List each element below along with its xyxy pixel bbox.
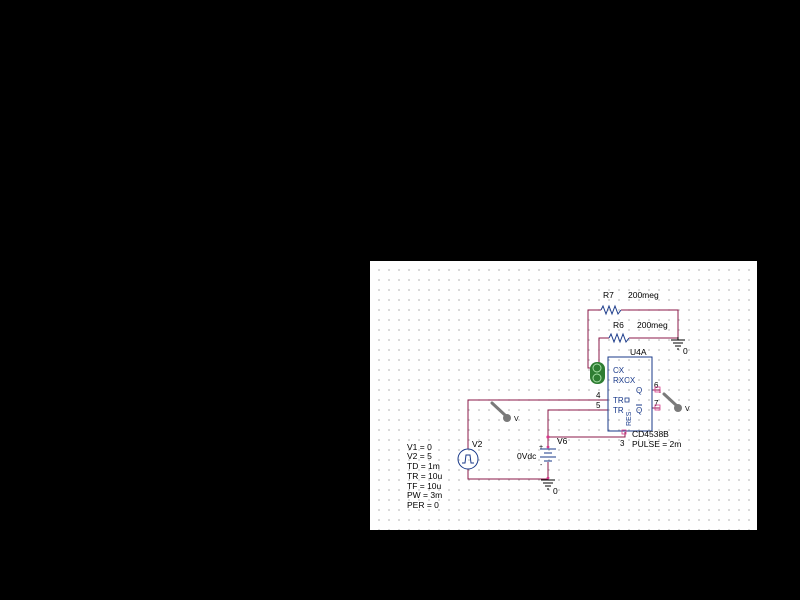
pin-reset-label: RES: [626, 411, 633, 426]
resistor-r7[interactable]: R7 200meg: [600, 290, 659, 316]
pin-number-6: 6: [654, 381, 659, 390]
pin-cx-label: CX: [613, 366, 625, 375]
pin-number-5: 5: [596, 401, 601, 410]
probe-1-label: V: [514, 416, 519, 423]
voltage-probe-1[interactable]: V: [490, 401, 519, 423]
wire-v2-return[interactable]: [467, 469, 548, 480]
v2-param-tr: TR = 10u: [407, 471, 442, 481]
voltage-probe-2[interactable]: V: [662, 392, 690, 413]
v6-value: 0Vdc: [517, 451, 537, 461]
r7-value: 200meg: [628, 290, 659, 300]
ic-u4a[interactable]: U4A CX RXCX TR TR Q Q RES 4 5 6 7 3 CD45…: [596, 347, 681, 449]
pin-tr-minus-label: TR: [613, 406, 624, 415]
junctions: [546, 435, 550, 480]
r6-ref: R6: [613, 320, 624, 330]
u4a-param: PULSE = 2m: [632, 439, 681, 449]
u4a-ref: U4A: [630, 347, 647, 357]
wire-trigger-input[interactable]: [467, 399, 608, 449]
v2-ref: V2: [472, 439, 483, 449]
pin-marker-reset: [621, 429, 627, 435]
voltage-source-v6[interactable]: + - V6 0Vdc: [517, 436, 568, 469]
pin-rxcx-label: RXCX: [613, 376, 636, 385]
voltage-source-v2[interactable]: V2: [457, 439, 483, 470]
wire-r7-right[interactable]: [621, 309, 679, 337]
wire-trigger-minus[interactable]: [547, 409, 608, 447]
pin-number-4: 4: [596, 391, 601, 400]
v2-param-v2: V2 = 5: [407, 451, 432, 461]
probe-2-label: V: [685, 406, 690, 413]
v6-minus: -: [540, 462, 543, 469]
ground-symbol-bottom: 0: [541, 478, 558, 496]
r6-value: 200meg: [637, 320, 668, 330]
v2-param-per: PER = 0: [407, 500, 439, 510]
v2-param-tf: TF = 10u: [407, 481, 442, 491]
schematic-canvas[interactable]: [370, 261, 757, 530]
ground-symbol-top: 0: [671, 337, 688, 356]
v2-parameters: V1 = 0 V2 = 5 TD = 1m TR = 10u TF = 10u …: [407, 442, 442, 510]
wire-r6-left[interactable]: [598, 337, 609, 368]
wires: [467, 309, 679, 480]
u4a-part: CD4538B: [632, 429, 669, 439]
ground-label-bottom: 0: [553, 486, 558, 496]
v2-param-v1: V1 = 0: [407, 442, 432, 452]
pin-tr-plus-label: TR: [613, 396, 624, 405]
ground-label-top: 0: [683, 346, 688, 356]
v2-param-pw: PW = 3m: [407, 490, 442, 500]
capacitor-cx-selected[interactable]: [590, 362, 605, 384]
pin-marker-tr: [624, 397, 630, 403]
pin-marker-q: [654, 386, 661, 393]
v6-ref: V6: [557, 436, 568, 446]
pin-number-3: 3: [620, 439, 625, 448]
pin-number-7: 7: [654, 399, 659, 408]
v2-param-td: TD = 1m: [407, 461, 440, 471]
v6-plus: +: [539, 444, 543, 451]
pin-qbar-label: Q: [636, 406, 642, 415]
wire-q-out[interactable]: [652, 389, 661, 393]
pin-marker-qbar: [654, 404, 661, 411]
pin-q-label: Q: [636, 386, 642, 395]
r7-ref: R7: [603, 290, 614, 300]
resistor-r6[interactable]: R6 200meg: [608, 320, 668, 344]
